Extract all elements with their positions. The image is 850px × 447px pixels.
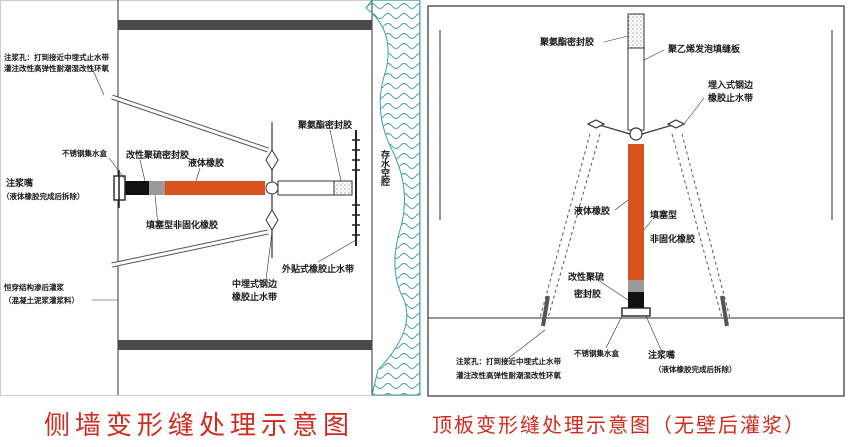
label-right-grout-nozzle-note: （液体橡胶完成后拆除） — [654, 364, 737, 374]
label-mid-waterstop-2: 橡胶止水带 — [232, 291, 277, 303]
label-repair-groove-2: （混凝土泥浆灌浆料） — [4, 295, 79, 305]
label-stainless-box: 不锈钢集水盒 — [62, 148, 107, 158]
right-grout-nozzles — [541, 295, 729, 327]
bottom-slab-band — [118, 340, 372, 350]
right-panel: 聚氨酯密封胶 聚乙烯发泡填缝板 埋入式钢边 橡胶止水带 液体橡胶 填塞型 非固化… — [427, 5, 845, 397]
label-liquid-rubber: 液体橡胶 — [188, 157, 224, 169]
label-right-stainless-box: 不锈钢集水盒 — [574, 348, 619, 358]
right-caption: 顶板变形缝处理示意图（无壁后灌浆） — [432, 413, 806, 437]
right-leader-lines — [505, 35, 705, 361]
label-repair-groove: 恒穿结构渗后灌浆 — [4, 282, 64, 292]
modified-sealant-vertical — [628, 292, 644, 308]
label-polyurethane: 聚氨酯密封胶 — [297, 119, 352, 131]
label-grout-nozzle: 注浆嘴 — [6, 177, 33, 189]
label-mid-waterstop: 中埋式钢边 — [232, 278, 278, 290]
top-slab-band — [118, 20, 372, 30]
filler-grey-block — [149, 181, 165, 195]
foam-board-strip — [277, 180, 335, 196]
left-leader-lines — [91, 67, 357, 301]
left-panel: 注浆孔：打到接近中埋式止水带 灌注改性高弹性耐潮湿改性环氧 不锈钢集水盒 改性聚… — [0, 0, 421, 396]
foam-board-vertical — [627, 47, 645, 131]
label-right-modified-sealant-2: 密封胶 — [573, 288, 601, 300]
water-zone — [365, 0, 421, 396]
stainless-box-right — [621, 307, 651, 317]
liquid-rubber-vertical — [628, 144, 644, 280]
filler-grey-vertical — [628, 280, 644, 292]
left-caption: 侧墙变形缝处理示意图 — [44, 411, 354, 441]
lower-grout-pipe — [111, 229, 269, 268]
label-right-grout-hole: 注浆孔：打到接近中埋式止水带 — [456, 356, 561, 366]
waterstop-bottom-bulb — [265, 209, 279, 231]
label-right-filled-rubber-2: 非固化橡胶 — [650, 233, 695, 245]
label-external-waterstop: 外贴式橡胶止水带 — [281, 263, 354, 275]
label-right-modified-sealant: 改性聚硫 — [568, 271, 604, 283]
label-grout-nozzle-note: （液体橡胶完成后拆除） — [2, 191, 85, 201]
left-panel-frame — [0, 0, 420, 396]
label-right-liquid-rubber: 液体橡胶 — [574, 205, 610, 217]
polyurethane-block — [333, 180, 353, 196]
label-grout-hole-2: 灌注改性高弹性耐潮湿改性环氧 — [4, 63, 109, 73]
label-modified-sealant: 改性聚硫密封胶 — [126, 149, 189, 161]
waterstop-center-bulb — [265, 181, 279, 195]
polyurethane-cap — [627, 13, 645, 49]
liquid-rubber-strip — [165, 181, 265, 195]
embedded-waterstop — [586, 119, 686, 141]
upper-grout-pipe — [111, 94, 269, 153]
label-right-embedded-waterstop: 埋入式钢边 — [708, 79, 754, 91]
label-grout-hole: 注浆孔：打到接近中埋式止水带 — [4, 52, 109, 62]
label-filled-rubber: 填塞型非固化橡胶 — [146, 219, 218, 231]
label-water-space: 存水空腔 — [379, 149, 391, 187]
label-right-grout-nozzle: 注浆嘴 — [648, 349, 675, 361]
label-right-foam-board: 聚乙烯发泡填缝板 — [667, 43, 741, 55]
waterstop-top-bulb — [265, 149, 279, 171]
label-right-grout-hole-2: 灌注改性高弹性耐潮湿改性环氧 — [456, 370, 561, 380]
external-waterstop-ribs — [352, 139, 360, 236]
modified-sealant-block — [125, 181, 149, 195]
label-right-polyurethane: 聚氨酯密封胶 — [539, 36, 594, 48]
label-right-filled-rubber: 填塞型 — [650, 209, 677, 221]
label-right-embedded-waterstop-2: 橡胶止水带 — [708, 92, 753, 104]
right-grout-holes — [539, 133, 731, 319]
